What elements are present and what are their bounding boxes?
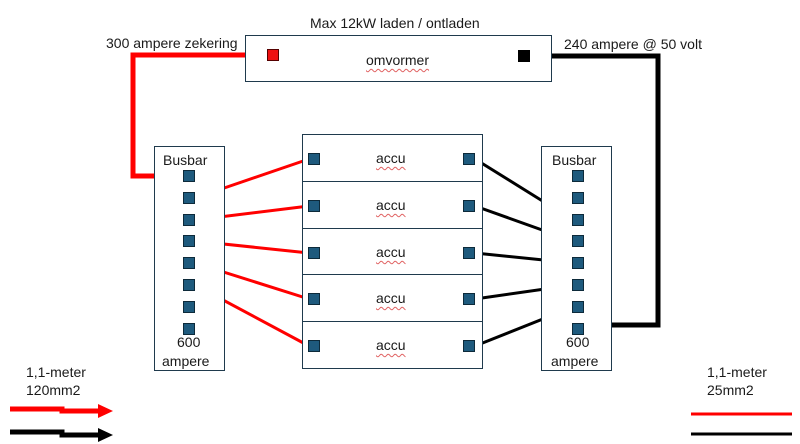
battery-3-negative-terminal (463, 247, 475, 259)
battery-4-negative-terminal (463, 293, 475, 305)
inverter-label: omvormer (366, 52, 430, 68)
diagram-title: Max 12kW laden / ontladen (310, 15, 480, 31)
right-busbar-terminal-1 (572, 170, 584, 182)
right-busbar-terminal-6 (572, 279, 584, 291)
left-busbar-rating-value: 600 (177, 334, 201, 350)
battery-1-positive-terminal (308, 153, 320, 165)
legend-red-arrowhead (98, 404, 113, 418)
battery-label: accu (376, 290, 406, 306)
battery-2-positive-terminal (308, 200, 320, 212)
battery-label: accu (376, 244, 406, 260)
legend-right-length: 1,1-meter (707, 364, 767, 380)
battery-label: accu (376, 197, 406, 213)
left-busbar-terminal-6 (183, 279, 195, 291)
main-negative-cable (524, 53, 661, 328)
right-busbar-rating-value: 600 (566, 334, 590, 350)
inverter-negative-terminal (518, 50, 530, 62)
battery-1-negative-terminal (463, 153, 475, 165)
battery-5-positive-terminal (308, 340, 320, 352)
left-busbar-terminal-2 (183, 192, 195, 204)
right-busbar-terminal-5 (572, 257, 584, 269)
title-text: Max 12kW laden / ontladen (310, 15, 480, 31)
left-busbar-terminal-3 (183, 214, 195, 226)
left-busbar-terminal-5 (183, 257, 195, 269)
inverter-positive-terminal (267, 49, 279, 61)
battery-label: accu (376, 150, 406, 166)
legend-left-length: 1,1-meter (26, 364, 86, 380)
legend-thick-red-arrow (10, 406, 100, 414)
battery-5-negative-terminal (463, 340, 475, 352)
right-busbar-terminal-4 (572, 235, 584, 247)
inverter-current-label: 240 ampere @ 50 volt (564, 36, 702, 52)
left-busbar-title: Busbar (163, 152, 208, 168)
legend-thick-black-arrow (10, 429, 100, 438)
inverter-box (245, 35, 552, 82)
battery-5 (302, 321, 483, 369)
legend-left-gauge: 120mm2 (26, 382, 81, 398)
battery-4 (302, 274, 483, 322)
battery-label: accu (376, 337, 406, 353)
legend-black-arrowhead (98, 428, 113, 442)
right-busbar-title: Busbar (552, 152, 597, 168)
fuse-label: 300 ampere zekering (106, 35, 238, 51)
battery-3-positive-terminal (308, 247, 320, 259)
left-busbar-terminal-4 (183, 235, 195, 247)
left-busbar-rating-unit: ampere (162, 353, 210, 369)
battery-4-positive-terminal (308, 293, 320, 305)
battery-2 (302, 181, 483, 229)
left-busbar-terminal-7 (183, 301, 195, 313)
right-busbar-terminal-3 (572, 214, 584, 226)
right-busbar-rating-unit: ampere (551, 353, 599, 369)
battery-3 (302, 228, 483, 276)
left-busbar-terminal-1 (183, 170, 195, 182)
right-busbar-terminal-2 (572, 192, 584, 204)
battery-1 (302, 134, 483, 182)
left-busbar-terminal-8 (183, 323, 195, 335)
right-busbar-terminal-7 (572, 301, 584, 313)
legend-right-gauge: 25mm2 (707, 382, 754, 398)
right-busbar-terminal-8 (572, 323, 584, 335)
main-positive-cable (130, 52, 270, 179)
battery-2-negative-terminal (463, 200, 475, 212)
